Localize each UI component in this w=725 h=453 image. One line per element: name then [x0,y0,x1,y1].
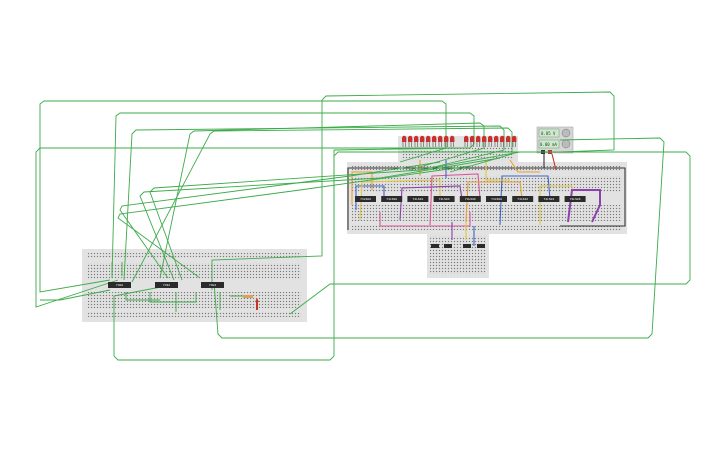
ic-chip[interactable]: 74LS86 [355,196,376,202]
chip-body [486,196,507,202]
switch[interactable] [431,244,439,248]
chip-label: 74LS32 [517,198,528,201]
right-board-wiring [347,153,626,246]
left-board-wiring [111,262,250,312]
chip-body [155,282,178,288]
chip-label: 7408 [116,284,123,287]
current-reading: 0.00 mA [540,142,557,147]
led-icon[interactable] [432,135,437,147]
ic-chip[interactable]: 74LS04 [538,196,560,202]
led-icon[interactable] [426,135,431,147]
led-icon[interactable] [481,135,487,147]
ic-chip[interactable]: 74LS08 [486,196,507,202]
voltage-display [538,128,560,138]
ic-chip[interactable]: 74LS08 [381,196,403,202]
led-icon[interactable] [512,135,517,147]
left-breadboard[interactable] [82,249,307,322]
switch[interactable] [444,244,452,248]
small-breadboard[interactable] [427,232,489,278]
led-icon[interactable] [402,135,407,147]
led-icon[interactable] [408,135,413,147]
led-icon [255,298,259,302]
ic-chip[interactable]: 74LS86 [564,196,586,202]
ic-chip[interactable]: 7404 [201,282,224,288]
led-icon[interactable] [444,135,449,147]
switch[interactable] [477,244,485,248]
ic-chip[interactable]: 74LS86 [459,196,481,202]
voltage-reading: 0.85 V [541,131,556,136]
chip-body [381,196,403,202]
led-icon[interactable] [414,135,419,147]
multimeter[interactable]: 0.85 V 0.00 mA [536,126,574,154]
led-icon[interactable] [476,135,481,147]
chip-label: 74LS04 [439,198,450,201]
small-board-components [431,244,485,248]
led-icon[interactable] [470,135,475,147]
chip-label: 7404 [209,284,216,287]
ic-chip[interactable]: 7408 [108,282,131,288]
left-chips: 7408 7432 7404 [108,282,224,288]
chip-body [564,196,586,202]
ic-chip[interactable]: 7432 [155,282,178,288]
led-icon[interactable] [420,135,425,147]
chip-body [538,196,560,202]
ic-chip[interactable]: 74LS32 [407,196,429,202]
left-led[interactable] [243,295,259,310]
chip-label: 7432 [163,284,170,287]
ic-chip[interactable]: 74LS04 [433,196,455,202]
switch[interactable] [463,244,471,248]
right-chips: 74LS86 74LS08 74LS32 74LS04 74LS86 74LS08 74LS… [355,196,586,202]
resistor [243,295,253,298]
led-icon[interactable] [464,135,469,147]
chip-body [201,282,224,288]
led-icon[interactable] [488,135,493,147]
led-icon[interactable] [494,135,499,147]
led-row [402,135,517,147]
chip-label: 74LS86 [465,198,476,201]
green-wires [35,91,691,361]
chip-body [459,196,481,202]
chip-label: 74LS32 [412,198,423,201]
ic-chip[interactable]: 74LS32 [512,196,534,202]
chip-label: 74LS86 [360,198,371,201]
meter-knob-icon[interactable] [561,128,571,138]
led-icon[interactable] [449,135,455,147]
meter-knob-icon[interactable] [561,139,571,149]
led-icon[interactable] [500,135,505,147]
chip-label: 74LS86 [570,198,581,201]
chip-body [512,196,534,202]
current-display [538,139,560,149]
chip-label: 74LS04 [543,198,554,201]
chip-body [433,196,455,202]
chip-body [407,196,429,202]
chip-label: 74LS08 [491,198,502,201]
led-icon[interactable] [506,135,511,147]
chip-body [355,196,376,202]
chip-body [108,282,131,288]
led-icon[interactable] [438,135,443,147]
chip-label: 74LS08 [386,198,397,201]
